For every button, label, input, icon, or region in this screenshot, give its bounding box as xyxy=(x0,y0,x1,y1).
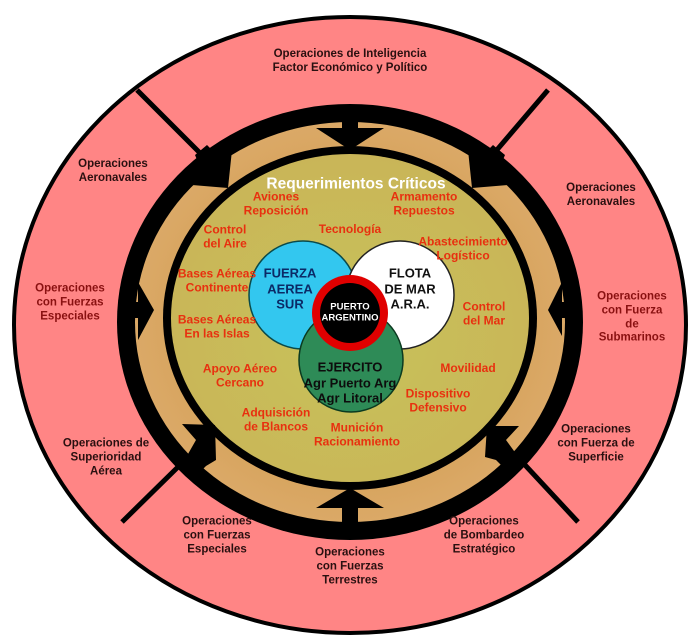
sector-dividers xyxy=(120,88,580,524)
arrow-icon-top-left xyxy=(192,145,232,188)
op-fuerzas-especiales-bottom: Operaciones con Fuerzas Especiales xyxy=(182,515,252,555)
arrows xyxy=(118,112,582,522)
req-adquisicion: Adquisición de Blancos xyxy=(241,405,311,434)
op-terrestres: Operaciones con Fuerzas Terrestres xyxy=(315,546,385,586)
req-control-aire: Control del Aire xyxy=(203,222,247,251)
op-inteligencia: Operaciones de Inteligencia Factor Econó… xyxy=(272,48,428,74)
op-aeronavales-left: Operaciones Aeronavales xyxy=(78,158,148,184)
ejercito-label: EJERCITO Agr Puerto Arg Agr Litoral xyxy=(303,359,397,406)
puerto-argentino-circle xyxy=(320,283,380,343)
req-control-mar: Control del Mar xyxy=(462,299,506,328)
req-movilidad: Movilidad xyxy=(440,360,496,375)
op-bombardeo: Operaciones de Bombardeo Estratégico xyxy=(443,515,525,555)
arrow-icon-bottom-left xyxy=(180,424,216,480)
flota-de-mar-label: FLOTA DE MAR A.R.A. xyxy=(384,265,436,312)
req-abastecimiento: Abastecimiento Logístico xyxy=(418,234,508,263)
arrow-icon-right xyxy=(548,282,582,336)
op-submarinos: Operaciones con Fuerza de Submarinos xyxy=(597,290,667,344)
divider-top-right xyxy=(488,88,550,160)
req-bases-continente: Bases Aéreas Continente xyxy=(177,266,257,295)
divider-bottom-right xyxy=(523,463,580,524)
op-fuerzas-especiales-left: Operaciones con Fuerzas Especiales xyxy=(35,282,105,322)
requirements-title: Requerimientos Críticos xyxy=(266,175,446,193)
req-aviones: Aviones Reposición xyxy=(243,189,309,218)
op-superioridad-aerea: Operaciones de Superioridad Aérea xyxy=(62,437,150,477)
req-armamento: Armamento Repuestos xyxy=(390,189,458,218)
req-apoyo-aereo: Apoyo Aéreo Cercano xyxy=(202,361,278,390)
op-aeronavales-right: Operaciones Aeronavales xyxy=(566,182,636,208)
arrow-icon-left xyxy=(118,282,154,340)
req-tecnologia: Tecnología xyxy=(318,221,382,236)
req-municion: Munición Racionamiento xyxy=(313,420,401,449)
op-fuerza-superficie: Operaciones con Fuerza de Superficie xyxy=(557,423,635,463)
divider-top-left xyxy=(135,88,207,160)
fuerza-aerea-label: FUERZA AEREA SUR xyxy=(263,265,317,312)
puerto-argentino-label: PUERTO ARGENTINO xyxy=(321,301,379,324)
divider-bottom-left xyxy=(120,463,182,524)
req-bases-islas: Bases Aéreas En las Islas xyxy=(177,312,257,341)
arrow-icon-top-right xyxy=(468,145,508,188)
arrow-icon-bottom xyxy=(316,488,384,522)
arrow-icon-bottom-right xyxy=(485,426,522,474)
req-dispositivo: Dispositivo Defensivo xyxy=(405,386,471,415)
arrow-icon-top xyxy=(316,112,384,150)
